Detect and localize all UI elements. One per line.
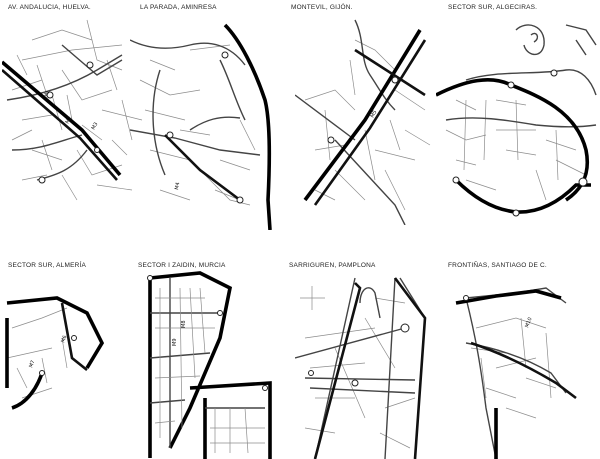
svg-text:M10: M10 xyxy=(524,317,533,329)
panel-title: FRONTIÑAS, SANTIAGO DE C. xyxy=(448,262,547,269)
street-map-almeria: M6 M7 xyxy=(5,296,105,410)
panel-title: SECTOR SUR, ALMERÍA xyxy=(8,262,87,269)
map-panel-la-parada: LA PARADA, AMINRESA M4 xyxy=(130,0,295,230)
svg-text:M6: M6 xyxy=(60,335,68,344)
svg-text:M8: M8 xyxy=(181,321,187,329)
svg-text:M3: M3 xyxy=(91,122,100,131)
street-map-la-parada: M4 xyxy=(130,23,272,230)
svg-text:M2: M2 xyxy=(65,116,74,125)
svg-text:M1: M1 xyxy=(43,90,52,99)
map-panel-pamplona: SARRIGUREN, PAMPLONA xyxy=(289,258,435,459)
panel-title: AV. ANDALUCIA, HUELVA. xyxy=(8,4,91,11)
street-map-algeciras xyxy=(436,24,597,217)
map-panel-almeria: SECTOR SUR, ALMERÍA M6 M7 xyxy=(2,258,147,459)
street-map-murcia: M8 M9 xyxy=(147,271,272,459)
panel-title: SECTOR SUR, ALGECIRAS. xyxy=(448,4,538,11)
map-panel-murcia: SECTOR I ZAIDIN, MURCIA M8 M9 xyxy=(138,258,295,459)
panel-title: LA PARADA, AMINRESA xyxy=(140,4,217,11)
street-map-gijon: M5 xyxy=(295,19,431,225)
map-panel-gijon: MONTEVIL, GIJÓN. M5 xyxy=(291,0,435,225)
map-panel-santiago: FRONTIÑAS, SANTIAGO DE C. M10 xyxy=(436,258,600,459)
svg-text:M5: M5 xyxy=(370,110,379,119)
panel-title: SECTOR I ZAIDIN, MURCIA xyxy=(138,262,226,269)
map-panel-huelva: AV. ANDALUCIA, HUELVA. M1 M2 M3 xyxy=(2,0,147,225)
street-map-pamplona xyxy=(295,277,427,459)
svg-text:M4: M4 xyxy=(174,182,181,190)
map-panel-algeciras: SECTOR SUR, ALGECIRAS. xyxy=(436,0,600,225)
street-map-huelva: M1 M2 M3 xyxy=(2,19,143,201)
svg-text:M9: M9 xyxy=(172,339,178,347)
street-map-santiago: M10 xyxy=(455,287,577,459)
panel-title: MONTEVIL, GIJÓN. xyxy=(291,4,353,11)
svg-text:M7: M7 xyxy=(28,360,36,369)
panel-title: SARRIGUREN, PAMPLONA xyxy=(289,262,376,269)
